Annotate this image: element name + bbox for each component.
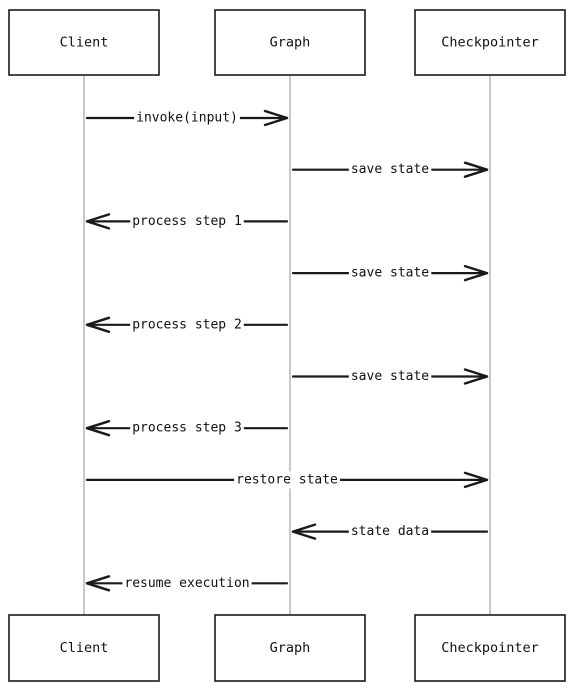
message-label-background [122, 574, 252, 592]
message-label: save state [351, 266, 429, 281]
participant-checkpointer-bottom: Checkpointer [414, 614, 566, 682]
participants-top: Client Graph Checkpointer [8, 9, 566, 76]
message-arrowhead [291, 523, 317, 540]
message-label-background [130, 419, 244, 437]
message-10: resume execution [85, 574, 289, 592]
message-arrowhead [263, 109, 289, 127]
message-label: resume execution [124, 576, 249, 591]
participant-label: Graph [270, 640, 311, 656]
message-label: process step 2 [132, 317, 242, 332]
message-arrowhead [463, 161, 489, 178]
message-label-background [130, 212, 244, 230]
messages: invoke(input) save state process step 1 sav… [85, 109, 489, 592]
message-arrowhead [85, 420, 111, 437]
message-label-background [348, 161, 432, 179]
message-arrowhead [463, 264, 489, 282]
message-arrowhead [85, 213, 111, 230]
message-arrowhead [85, 575, 111, 592]
lifelines [83, 75, 491, 615]
participant-box [214, 9, 366, 76]
message-label-background [348, 523, 432, 541]
message-6: save state [291, 368, 489, 385]
message-label-background [134, 109, 240, 127]
message-1: invoke(input) [85, 109, 289, 127]
message-9: state data [291, 523, 489, 541]
participant-label: Client [60, 640, 109, 656]
participant-box [414, 9, 566, 76]
message-2: save state [291, 161, 489, 179]
message-label-background [130, 316, 244, 334]
message-7: process step 3 [85, 419, 289, 437]
message-label: state data [351, 524, 429, 539]
participant-box [414, 614, 566, 682]
message-arrowhead [463, 471, 489, 489]
message-8: restore state [85, 471, 489, 489]
message-label-background [348, 368, 432, 385]
message-4: save state [291, 264, 489, 282]
participant-client-bottom: Client [8, 614, 160, 682]
participant-client-top: Client [8, 9, 160, 76]
message-label: process step 3 [132, 421, 242, 436]
participant-box [8, 614, 160, 682]
message-3: process step 1 [85, 212, 289, 230]
message-label: invoke(input) [136, 111, 238, 126]
message-label: restore state [236, 472, 338, 487]
message-5: process step 2 [85, 316, 289, 334]
participant-label: Client [60, 35, 109, 51]
participant-box [8, 9, 160, 76]
message-label: process step 1 [132, 214, 242, 229]
message-label-background [348, 264, 432, 282]
message-arrowhead [463, 368, 489, 385]
participant-graph-bottom: Graph [214, 614, 366, 682]
message-label: save state [351, 369, 429, 384]
participant-label: Graph [270, 35, 311, 51]
participant-graph-top: Graph [214, 9, 366, 76]
participant-checkpointer-top: Checkpointer [414, 9, 566, 76]
participant-label: Checkpointer [441, 35, 539, 51]
message-label: save state [351, 162, 429, 177]
participant-box [214, 614, 366, 682]
message-label-background [234, 471, 341, 489]
participant-label: Checkpointer [441, 640, 539, 656]
participants-bottom: Client Graph Checkpointer [8, 614, 566, 682]
message-arrowhead [85, 316, 111, 333]
